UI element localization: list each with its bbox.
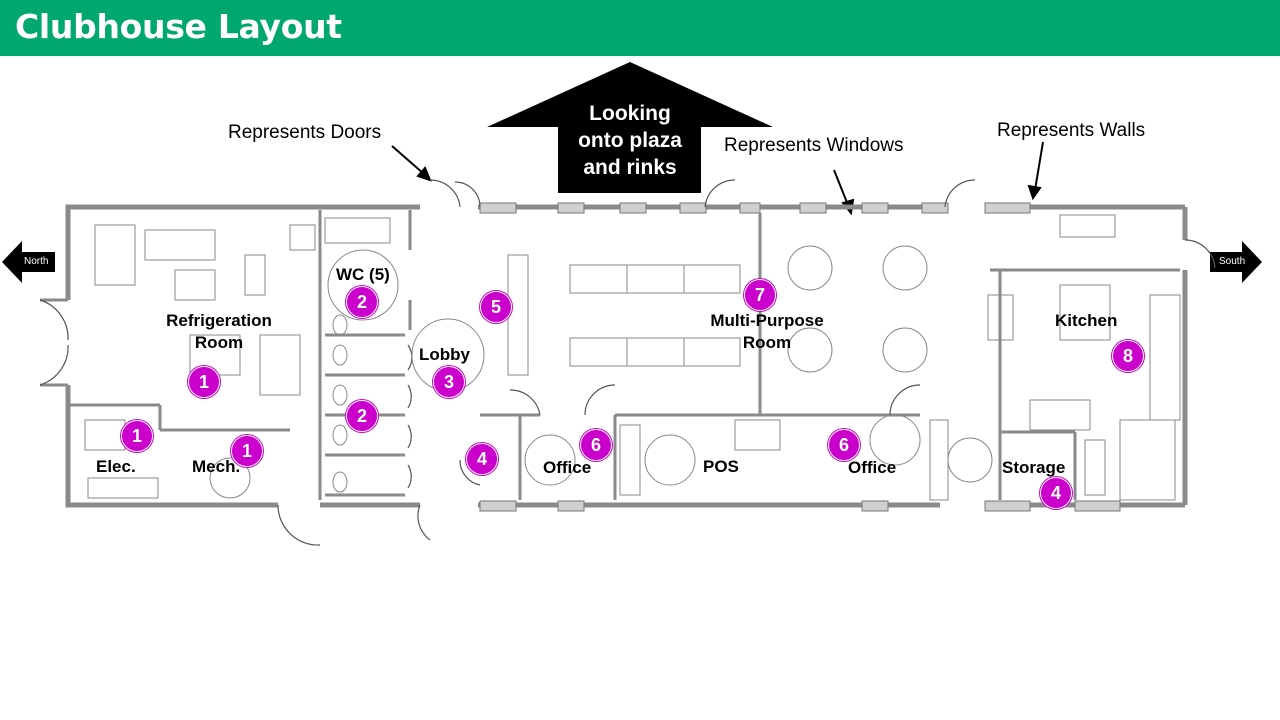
room-label-wc: WC (5) [336, 265, 390, 284]
badge-refrigeration: 1 [188, 366, 220, 398]
plaza-arrow-line-1: Looking [589, 102, 671, 125]
refrigeration-label-line-1: Refrigeration [166, 311, 272, 330]
plaza-direction-arrow [487, 62, 773, 193]
north-label: North [24, 256, 49, 267]
room-label-refrigeration: Refrigeration Room [150, 310, 288, 354]
plaza-arrow-line-2: onto plaza [578, 129, 682, 152]
refrigeration-label-line-2: Room [194, 333, 244, 352]
header-bar: Clubhouse Layout [0, 0, 1280, 56]
room-label-mech: Mech. [192, 457, 241, 476]
multipurpose-label-line-2: Room [742, 333, 792, 352]
room-label-pos: POS [703, 457, 739, 476]
badge-multipurpose: 7 [744, 279, 776, 311]
badge-mech: 1 [231, 435, 263, 467]
badge-elec: 1 [121, 420, 153, 452]
furniture [84, 214, 1181, 501]
badge-office-right: 6 [828, 429, 860, 461]
badge-entry: 4 [466, 443, 498, 475]
room-label-multipurpose: Multi-Purpose Room [695, 310, 839, 354]
plaza-arrow-label: Looking onto plaza and rinks [560, 100, 700, 181]
exterior-walls [65, 204, 1188, 508]
doors [39, 179, 1216, 546]
legend-windows: Represents Windows [724, 135, 904, 156]
badge-wc-top: 2 [346, 286, 378, 318]
legend-walls: Represents Walls [997, 120, 1146, 141]
room-label-office-right: Office [848, 458, 897, 477]
legend-doors: Represents Doors [228, 122, 382, 143]
interior-walls [40, 210, 1180, 500]
room-label-storage: Storage [1002, 458, 1066, 477]
badge-storage: 4 [1040, 477, 1072, 509]
south-label: South [1219, 256, 1246, 267]
badge-feature: 5 [480, 291, 512, 323]
windows [479, 202, 1121, 512]
page-title: Clubhouse Layout [15, 7, 342, 46]
room-label-kitchen: Kitchen [1055, 311, 1118, 330]
badge-office-left: 6 [580, 429, 612, 461]
multipurpose-label-line-1: Multi-Purpose [710, 311, 824, 330]
badge-lobby: 3 [433, 366, 465, 398]
badge-wc-bottom: 2 [346, 400, 378, 432]
north-arrow-icon [2, 241, 55, 283]
room-label-office-left: Office [543, 458, 592, 477]
badge-kitchen: 8 [1112, 340, 1144, 372]
room-label-lobby: Lobby [419, 345, 470, 364]
south-arrow-icon [1210, 241, 1262, 283]
plaza-arrow-line-3: and rinks [583, 156, 677, 179]
room-label-elec: Elec. [96, 457, 136, 476]
